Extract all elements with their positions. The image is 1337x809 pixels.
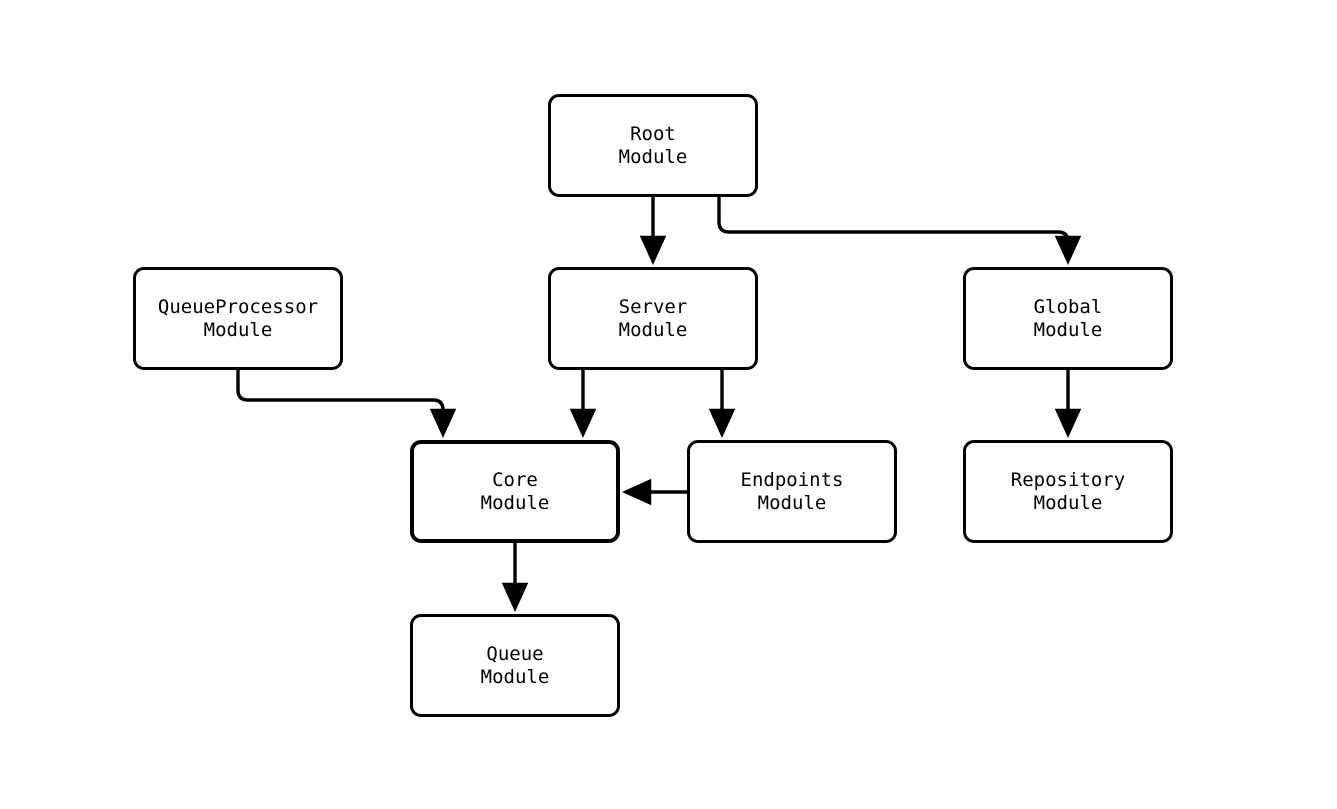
node-queueprocessor-line1: QueueProcessor <box>157 295 319 318</box>
node-queue-line2: Module <box>480 665 550 688</box>
node-server-line2: Module <box>618 318 688 341</box>
node-root-line1: Root <box>630 122 676 145</box>
node-root[interactable]: Root Module <box>548 94 758 197</box>
node-core-line1: Core <box>492 468 538 491</box>
node-endpoints-line1: Endpoints <box>740 468 844 491</box>
node-core-line2: Module <box>480 491 550 514</box>
node-queueprocessor[interactable]: QueueProcessor Module <box>133 267 343 370</box>
node-queue[interactable]: Queue Module <box>410 614 620 717</box>
node-core[interactable]: Core Module <box>410 440 620 543</box>
node-queueprocessor-line2: Module <box>203 318 273 341</box>
node-global-line2: Module <box>1033 318 1103 341</box>
node-repository-line1: Repository <box>1010 468 1126 491</box>
edge-root-to-global <box>717 197 1082 265</box>
node-endpoints-line2: Module <box>757 491 827 514</box>
node-endpoints[interactable]: Endpoints Module <box>687 440 897 543</box>
node-global-line1: Global <box>1033 295 1103 318</box>
node-repository[interactable]: Repository Module <box>963 440 1173 543</box>
node-root-line2: Module <box>618 145 688 168</box>
node-repository-line2: Module <box>1033 491 1103 514</box>
edge-queueprocessor-to-core <box>236 370 457 438</box>
node-global[interactable]: Global Module <box>963 267 1173 370</box>
node-server-line1: Server <box>618 295 688 318</box>
node-server[interactable]: Server Module <box>548 267 758 370</box>
node-queue-line1: Queue <box>486 642 544 665</box>
